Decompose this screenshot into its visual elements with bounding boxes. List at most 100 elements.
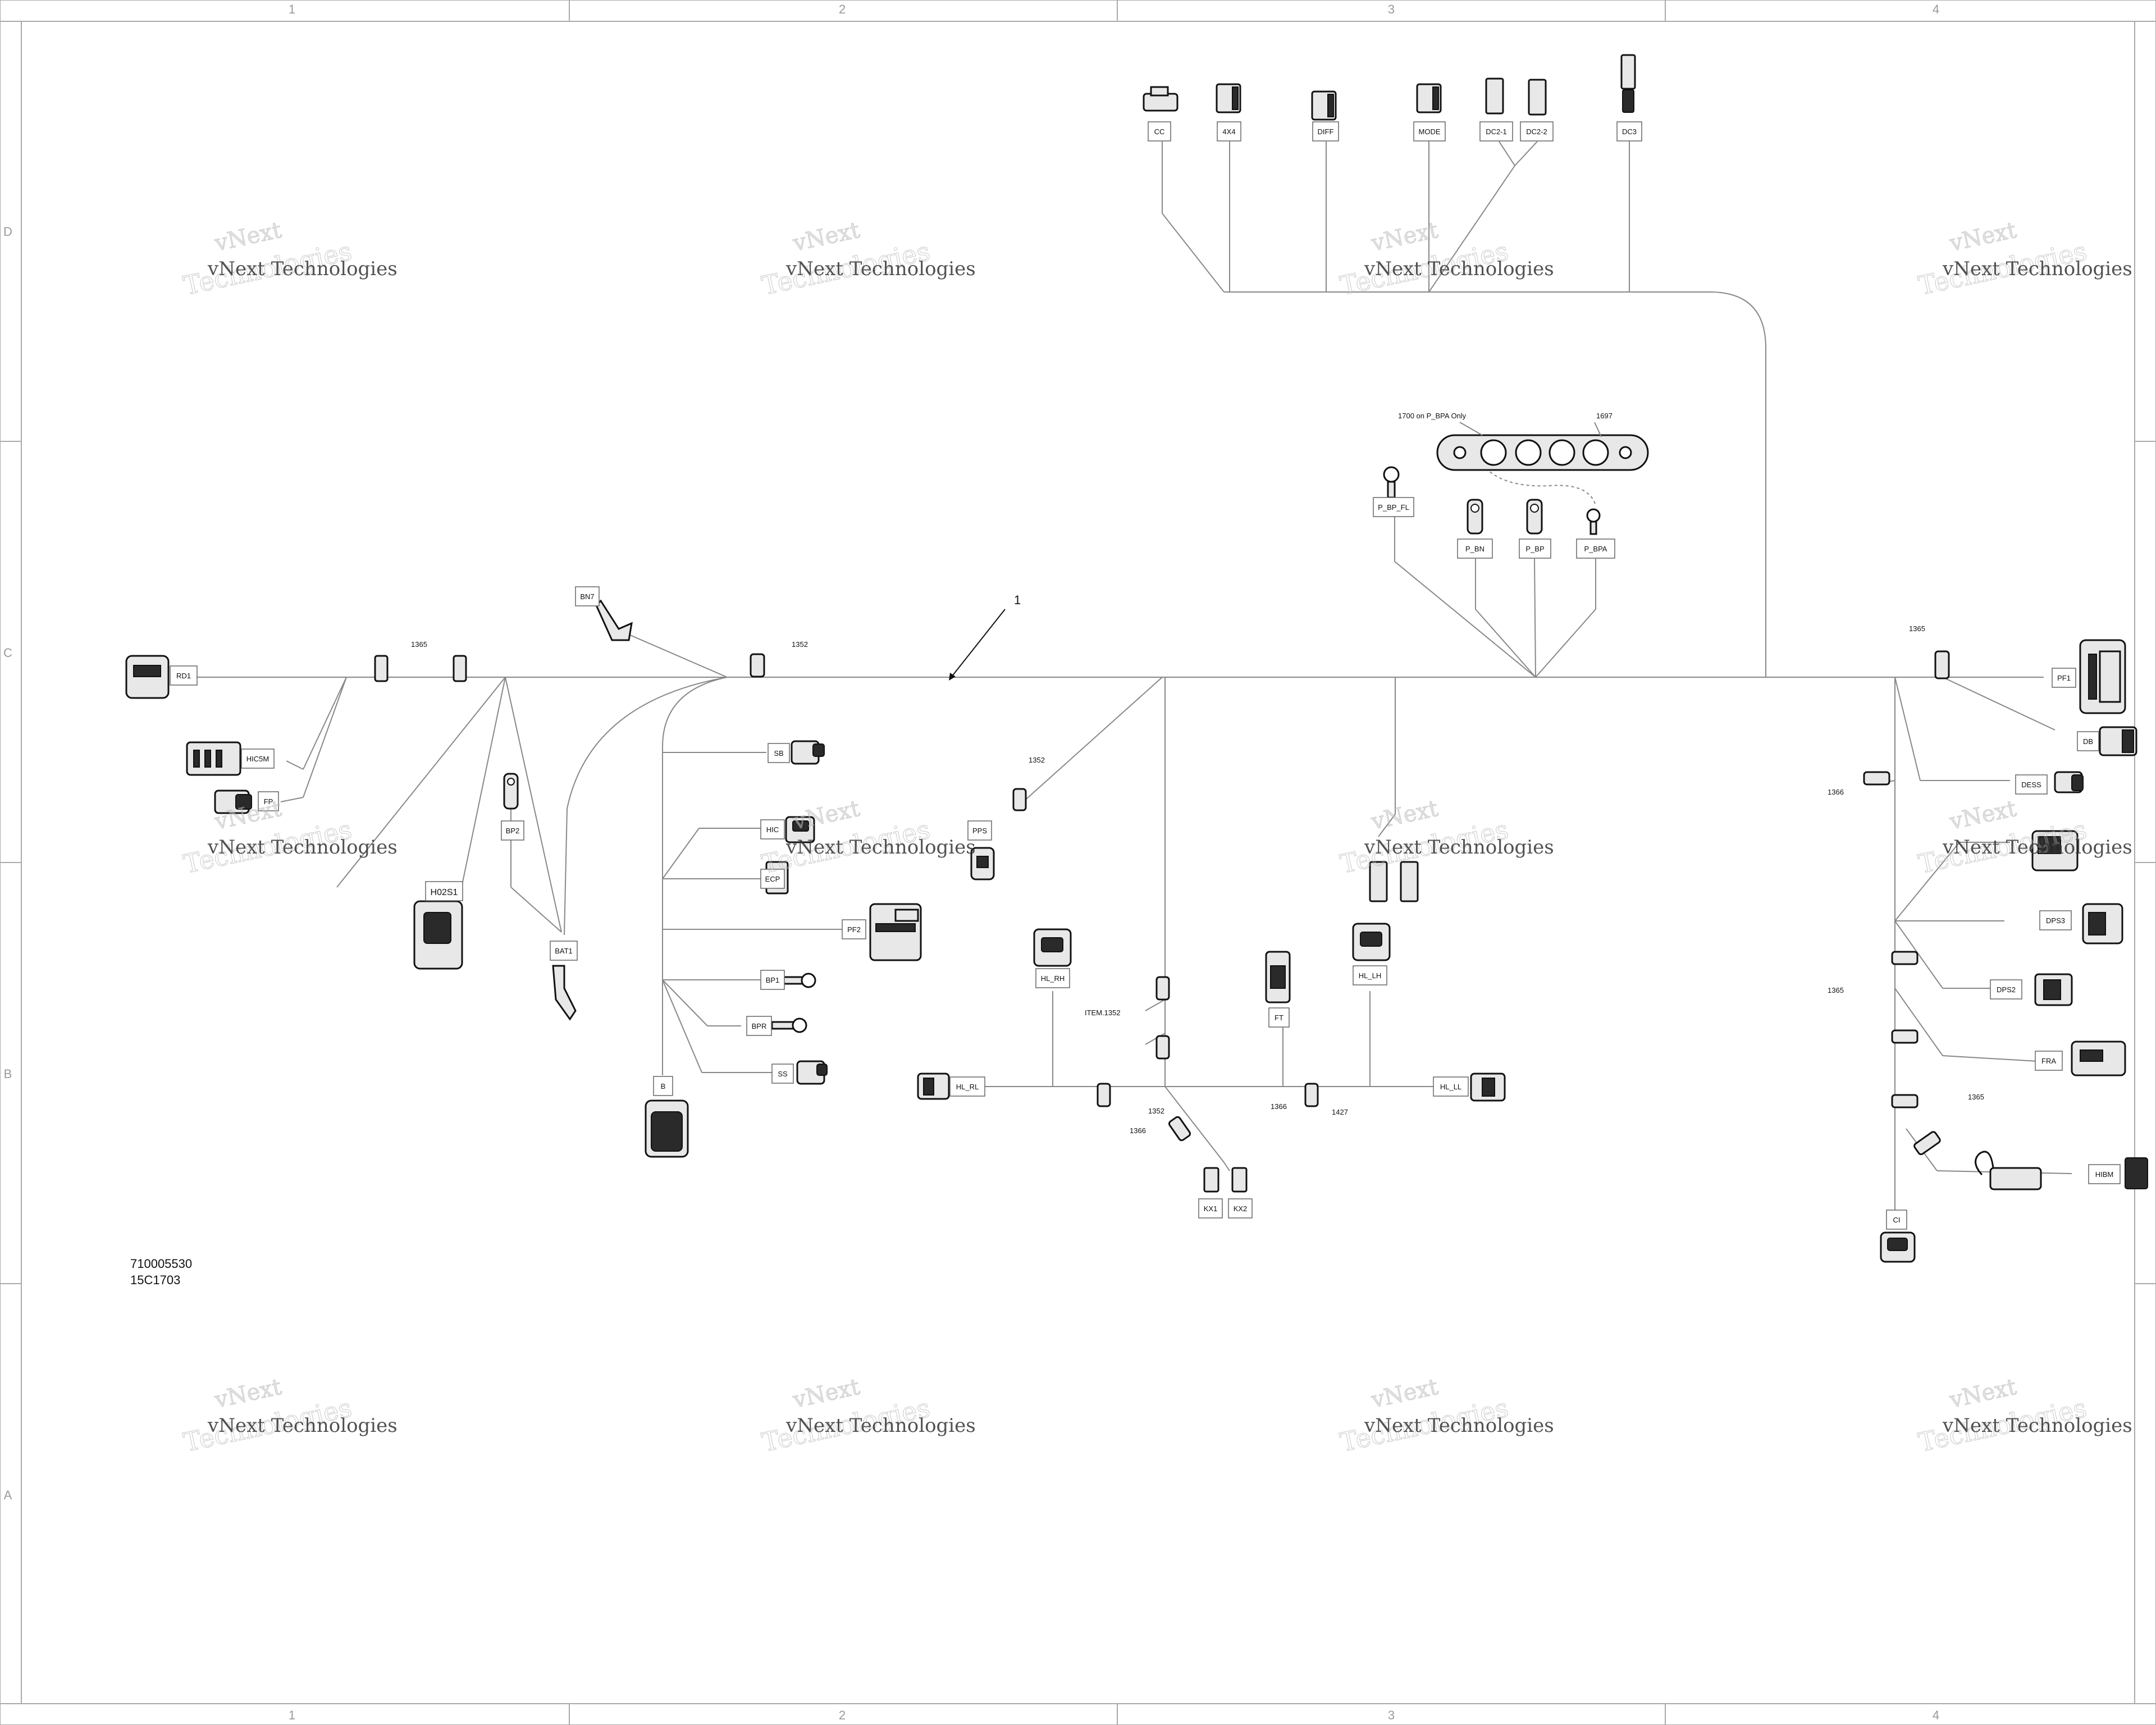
label-bat1: BAT1 xyxy=(550,941,578,961)
label-sb: SB xyxy=(768,743,790,763)
label-ci-text: CI xyxy=(1893,1216,1901,1224)
label-h02s1: H02S1 xyxy=(425,881,463,901)
splice-1352-item-a-icon xyxy=(1155,976,1170,1001)
ref-1365-left: 1365 xyxy=(411,640,427,649)
label-fra: FRA xyxy=(2035,1051,2063,1071)
label-p-bp-fl-text: P_BP_FL xyxy=(1378,503,1409,512)
inline-splice-1365-b-icon xyxy=(453,655,467,682)
splice-1352-item-b-icon xyxy=(1155,1035,1170,1060)
ss-sensor-icon xyxy=(796,1060,828,1085)
label-p-bn: P_BN xyxy=(1457,539,1493,559)
label-ci: CI xyxy=(1886,1210,1907,1230)
label-cc-text: CC xyxy=(1154,127,1165,136)
harness-wires xyxy=(174,141,2072,1219)
ecp-pair-connector-icon xyxy=(1369,861,1419,902)
svg-text:vNext: vNext xyxy=(791,217,862,257)
dps3-connector-icon xyxy=(2082,903,2123,944)
pps-sensor-icon xyxy=(970,847,995,880)
hl-lh-connector-icon xyxy=(1352,923,1391,961)
label-b: B xyxy=(653,1076,673,1096)
label-p-bpa: P_BPA xyxy=(1576,539,1615,559)
dess-connector-icon xyxy=(2054,771,2084,793)
label-dps2: DPS2 xyxy=(1990,979,2022,1000)
label-hl-ll: HL_LL xyxy=(1433,1076,1469,1097)
grid-row-a: A xyxy=(4,1488,12,1502)
label-4x4-text: 4X4 xyxy=(1222,127,1235,136)
grid-col-4-top: 4 xyxy=(1933,2,1939,16)
label-diff-text: DIFF xyxy=(1318,127,1334,136)
ft-connector-icon xyxy=(1265,951,1291,1003)
label-hl-rl: HL_RL xyxy=(949,1076,985,1097)
bat1-terminal-icon xyxy=(552,965,577,1021)
label-pf1-text: PF1 xyxy=(2057,674,2071,682)
label-pps-text: PPS xyxy=(972,827,987,835)
label-fp-text: FP xyxy=(264,797,273,806)
dc2-2-connector-icon xyxy=(1528,79,1547,116)
label-bp1: BP1 xyxy=(760,970,785,990)
label-hl-lh-text: HL_LH xyxy=(1359,971,1381,980)
hl-rl-connector-icon xyxy=(917,1073,950,1100)
label-dess: DESS xyxy=(2015,774,2048,795)
splice-1352-bot-icon xyxy=(1168,1116,1191,1142)
svg-text:vNext Technologies: vNext Technologies xyxy=(1942,1414,2132,1437)
label-dc2-2-text: DC2-2 xyxy=(1526,127,1547,136)
label-hl-ll-text: HL_LL xyxy=(1440,1083,1461,1091)
sb-connector-icon xyxy=(791,740,825,765)
svg-text:vNext Technologies: vNext Technologies xyxy=(785,258,976,280)
label-bp1-text: BP1 xyxy=(766,976,780,984)
label-mode: MODE xyxy=(1413,121,1446,142)
label-dps2-text: DPS2 xyxy=(1997,985,2016,994)
label-cc: CC xyxy=(1148,121,1171,142)
label-p-bp-text: P_BP xyxy=(1525,545,1544,553)
label-db: DB xyxy=(2077,731,2099,751)
svg-text:vNext: vNext xyxy=(212,217,284,257)
label-kx2: KX2 xyxy=(1228,1198,1253,1219)
label-p-bn-text: P_BN xyxy=(1465,545,1484,553)
label-fp: FP xyxy=(258,791,279,811)
grid-col-2-bottom: 2 xyxy=(839,1708,846,1722)
label-bp2: BP2 xyxy=(501,820,524,841)
kx2-connector-icon xyxy=(1231,1167,1248,1193)
ref-1427: 1427 xyxy=(1332,1108,1348,1116)
label-rd1: RD1 xyxy=(170,665,198,686)
ref-1352-mid: 1352 xyxy=(1029,756,1045,764)
note-bpa-only: 1700 on P_BPA Only xyxy=(1398,412,1467,420)
label-dc2-1: DC2-1 xyxy=(1479,121,1513,142)
label-ft-text: FT xyxy=(1275,1014,1283,1022)
cc-connector-icon xyxy=(1143,86,1179,112)
ref-1352-bot: 1352 xyxy=(1148,1107,1164,1115)
svg-text:vNext: vNext xyxy=(1369,796,1441,835)
label-hibm: HIBM xyxy=(2088,1164,2121,1184)
label-ecp: ECP xyxy=(760,869,785,889)
svg-text:vNext: vNext xyxy=(1947,796,2019,835)
ref-1366-b: 1366 xyxy=(1271,1102,1287,1111)
ref-1365-right-bot: 1365 xyxy=(1968,1093,1984,1101)
label-hic5m: HIC5M xyxy=(241,749,275,769)
fra-connector-icon xyxy=(2071,1041,2126,1076)
fp-connector-icon xyxy=(214,790,252,814)
label-hic: HIC xyxy=(760,819,785,839)
label-dps3-text: DPS3 xyxy=(2046,916,2065,925)
label-mode-text: MODE xyxy=(1419,127,1441,136)
ref-1365-right-mid: 1365 xyxy=(1828,986,1844,994)
dps-large-connector-icon xyxy=(2031,830,2079,871)
dc2-1-connector-icon xyxy=(1485,77,1504,115)
svg-text:vNext Technologies: vNext Technologies xyxy=(207,836,398,859)
label-pf2-text: PF2 xyxy=(847,925,861,934)
splice-1365-right-top-icon xyxy=(1934,650,1950,679)
label-bn7-text: BN7 xyxy=(580,592,594,601)
label-dess-text: DESS xyxy=(2021,781,2041,789)
label-sb-text: SB xyxy=(774,749,783,757)
label-dps3: DPS3 xyxy=(2039,910,2072,930)
splice-1366-b-icon xyxy=(1304,1083,1319,1107)
svg-text:vNext Technologies: vNext Technologies xyxy=(1942,836,2132,859)
label-pf2: PF2 xyxy=(842,919,866,939)
label-kx1-text: KX1 xyxy=(1204,1204,1218,1213)
